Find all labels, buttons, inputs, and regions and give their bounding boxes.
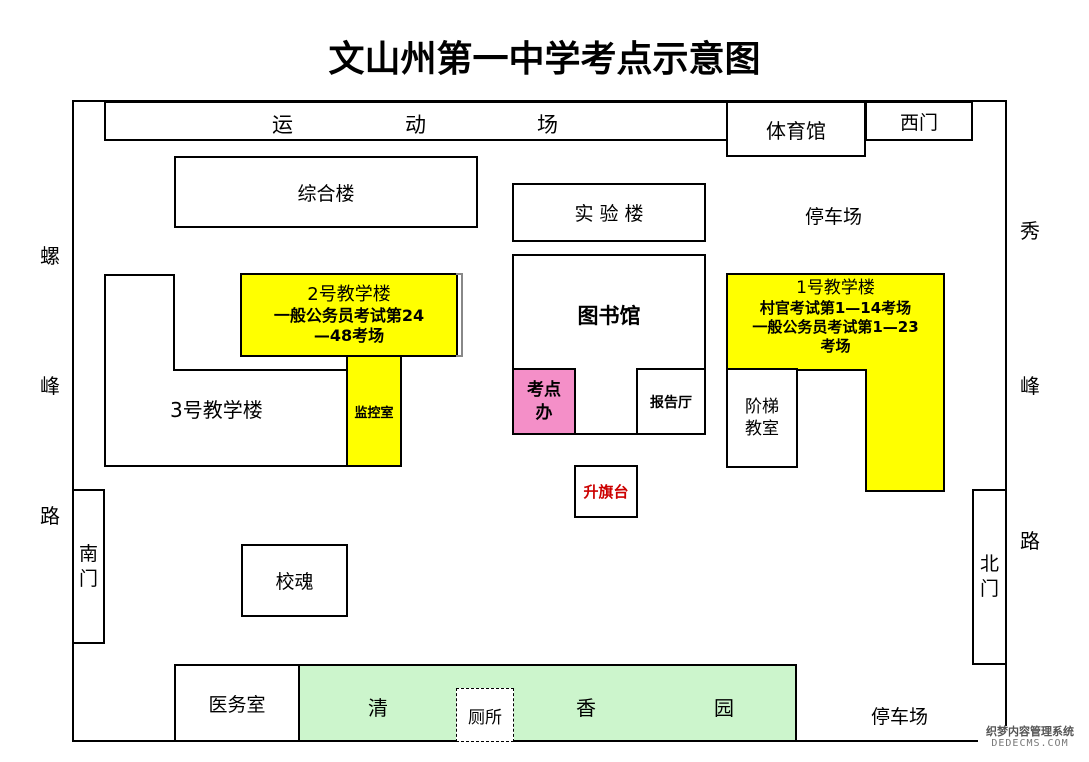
building-1-exam-line3: 考场 [820, 336, 851, 355]
north-gate-char-2: 门 [979, 578, 999, 600]
lab-building-label: 实 验 楼 [574, 203, 644, 225]
building-2-exam-line2: —48考场 [313, 326, 385, 346]
monitor-room-label: 监控室 [354, 405, 394, 421]
exam-office: 考点 办 [512, 368, 576, 435]
complex-building: 综合楼 [174, 156, 478, 228]
south-gate: 南 门 [72, 489, 105, 644]
west-road-char-2: 峰 [40, 374, 60, 398]
watermark-line2: DEDECMS.COM [991, 738, 1069, 750]
report-hall-label: 报告厅 [650, 394, 692, 411]
garden [298, 664, 797, 742]
east-road-char-1: 秀 [1020, 219, 1040, 243]
west-road-char-3: 路 [40, 504, 60, 528]
sports-field-char-2: 动 [405, 113, 426, 137]
lecture-room: 阶梯 教室 [726, 368, 798, 468]
flag-platform-label: 升旗台 [583, 483, 629, 501]
exam-office-line1: 考点 [527, 380, 561, 401]
sports-field-char-1: 运 [272, 113, 293, 137]
library-label: 图书馆 [577, 304, 641, 328]
lab-building: 实 验 楼 [512, 183, 706, 242]
building-1-exam-line2: 一般公务员考试第1—23 [752, 318, 919, 336]
lecture-room-line2: 教室 [745, 419, 779, 439]
school-soul-monument: 校魂 [241, 544, 348, 617]
garden-char-3: 园 [714, 696, 734, 720]
watermark-line1: 织梦内容管理系统 [986, 725, 1074, 738]
exam-office-line2: 办 [535, 402, 553, 423]
watermark: 织梦内容管理系统 DEDECMS.COM [978, 725, 1082, 756]
east-road-char-2: 峰 [1020, 374, 1040, 398]
building-3-label: 3号教学楼 [170, 398, 263, 422]
north-gate: 北 门 [972, 489, 1007, 665]
monitor-room: 监控室 [346, 355, 402, 467]
east-road-char-3: 路 [1020, 529, 1040, 553]
building-2-exam-line1: 一般公务员考试第24 [273, 306, 425, 326]
west-gate-label: 西门 [899, 111, 938, 134]
building-1-exam-line1: 村官考试第1—14考场 [759, 299, 912, 318]
garden-char-1: 清 [368, 696, 388, 720]
toilet-label: 厕所 [468, 707, 502, 728]
building-1-name: 1号教学楼 [796, 278, 875, 298]
south-gate-char-2: 门 [78, 567, 98, 590]
clinic: 医务室 [174, 664, 300, 742]
west-gate: 西门 [865, 101, 973, 141]
building-2-name: 2号教学楼 [307, 283, 391, 305]
gym-building: 体育馆 [726, 101, 866, 157]
parking-top-label: 停车场 [805, 206, 863, 228]
report-hall: 报告厅 [636, 368, 706, 435]
flag-platform: 升旗台 [574, 465, 638, 518]
west-road-char-1: 螺 [40, 244, 60, 268]
building-1-text: 1号教学楼 村官考试第1—14考场 一般公务员考试第1—23 考场 [726, 278, 945, 356]
gym-label: 体育馆 [766, 118, 826, 143]
garden-char-2: 香 [576, 696, 596, 720]
building-2: 2号教学楼 一般公务员考试第24 —48考场 [240, 273, 458, 357]
building-2-annex-line [456, 273, 463, 357]
school-soul-label: 校魂 [275, 571, 314, 593]
north-gate-char-1: 北 [979, 553, 999, 576]
parking-bottom-label: 停车场 [871, 706, 929, 728]
lecture-room-line1: 阶梯 [745, 396, 779, 417]
south-gate-char-1: 南 [78, 542, 98, 565]
sports-field-char-3: 场 [537, 113, 558, 137]
complex-building-label: 综合楼 [297, 182, 355, 205]
toilet: 厕所 [456, 688, 514, 742]
clinic-label: 医务室 [208, 693, 266, 716]
sports-field [104, 101, 728, 141]
page-title: 文山州第一中学考点示意图 [328, 38, 761, 80]
